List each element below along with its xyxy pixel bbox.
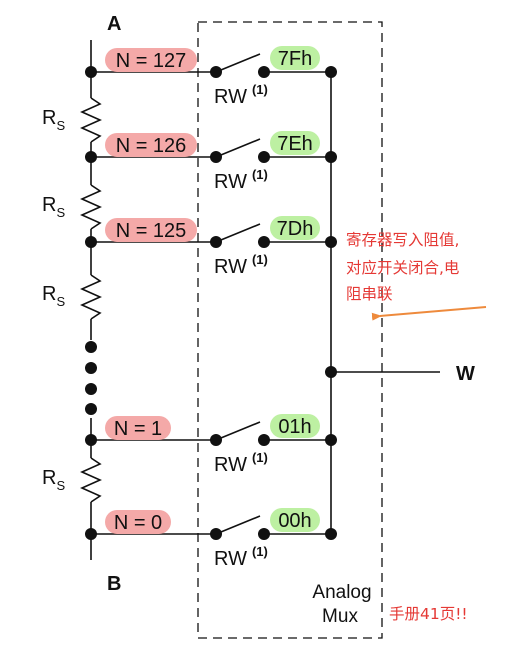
bus-node	[325, 151, 337, 163]
rw-text: RW	[214, 548, 247, 570]
switch-right-node	[258, 236, 270, 248]
code-label: 7Dh	[277, 218, 314, 240]
switch-left-node	[210, 151, 222, 163]
switch-blade	[215, 138, 261, 158]
switch-right-node	[258, 66, 270, 78]
annotation-arrow	[371, 306, 487, 321]
continuation-dots	[85, 341, 97, 415]
page-note: 手册41页!!	[389, 605, 468, 623]
code-label: 01h	[278, 416, 311, 438]
terminal-b-label: B	[107, 573, 121, 595]
ladder-node	[85, 66, 97, 78]
rs-sub: S	[56, 478, 65, 493]
switch-left-node	[210, 236, 222, 248]
bus-node	[325, 434, 337, 446]
switch-blade	[215, 515, 261, 535]
switch-rw-label: RW (1)	[214, 252, 268, 278]
rs-main: R	[42, 467, 56, 489]
n-value-label: N = 1	[114, 418, 162, 440]
switch-blade	[215, 53, 261, 73]
n-value-label: N = 126	[116, 135, 187, 157]
rw-text: RW	[214, 86, 247, 108]
rw-superscript: (1)	[252, 82, 268, 97]
n-value-label: N = 0	[114, 512, 162, 534]
code-pill	[270, 46, 320, 70]
rs-sub: S	[56, 205, 65, 220]
n-value-pill	[105, 218, 197, 242]
bus-node	[325, 236, 337, 248]
annotation-line3: 阻串联	[346, 285, 393, 303]
switch-right-node	[258, 151, 270, 163]
n-value-pill	[105, 416, 171, 440]
switch-left-node	[210, 528, 222, 540]
code-label: 7Fh	[278, 48, 312, 70]
rw-text: RW	[214, 256, 247, 278]
code-pill	[270, 414, 320, 438]
code-pill	[270, 216, 320, 240]
switch-left-node	[210, 434, 222, 446]
rw-superscript: (1)	[252, 544, 268, 559]
mux-label-line2: Mux	[322, 606, 358, 627]
wiper-junction	[325, 366, 337, 378]
n-value-label: N = 127	[116, 50, 187, 72]
rw-text: RW	[214, 454, 247, 476]
switch-rw-label: RW (1)	[214, 544, 268, 570]
n-value-label: N = 125	[116, 220, 187, 242]
wiper-bus	[330, 72, 440, 534]
code-pill	[270, 131, 320, 155]
rs-main: R	[42, 194, 56, 216]
rw-text: RW	[214, 171, 247, 193]
rw-superscript: (1)	[252, 167, 268, 182]
ladder-node	[85, 151, 97, 163]
bus-node	[325, 528, 337, 540]
code-pill	[270, 508, 320, 532]
terminal-a-label: A	[107, 13, 121, 35]
rs-main: R	[42, 107, 56, 129]
resistor-label: RS	[42, 467, 65, 493]
analog-mux-box	[197, 21, 383, 639]
switch-rw-label: RW (1)	[214, 167, 268, 193]
rw-superscript: (1)	[252, 252, 268, 267]
switch-left-node	[210, 66, 222, 78]
annotation-line1: 寄存器写入阻值,	[346, 231, 459, 249]
switch-blade	[215, 421, 261, 441]
bus-node	[325, 66, 337, 78]
ladder-node	[85, 434, 97, 446]
switch-blade	[215, 223, 261, 243]
resistor-label: RS	[42, 194, 65, 220]
switch-rw-label: RW (1)	[214, 82, 268, 108]
rs-main: R	[42, 283, 56, 305]
resistor-label: RS	[42, 283, 65, 309]
annotation-line2: 对应开关闭合,电	[346, 258, 459, 277]
rs-sub: S	[56, 118, 65, 133]
ladder-node	[85, 236, 97, 248]
terminal-w-label: W	[456, 363, 475, 385]
ladder-node	[85, 528, 97, 540]
code-label: 00h	[278, 510, 311, 532]
n-value-pill	[105, 48, 197, 72]
mux-label-line1: Analog	[312, 582, 371, 603]
switch-rw-label: RW (1)	[214, 450, 268, 476]
rs-sub: S	[56, 294, 65, 309]
switch-right-node	[258, 434, 270, 446]
resistor-label: RS	[42, 107, 65, 133]
n-value-pill	[105, 133, 197, 157]
switch-right-node	[258, 528, 270, 540]
resistor-ladder	[80, 40, 102, 560]
rw-superscript: (1)	[252, 450, 268, 465]
code-label: 7Eh	[277, 133, 313, 155]
n-value-pill	[105, 510, 171, 534]
